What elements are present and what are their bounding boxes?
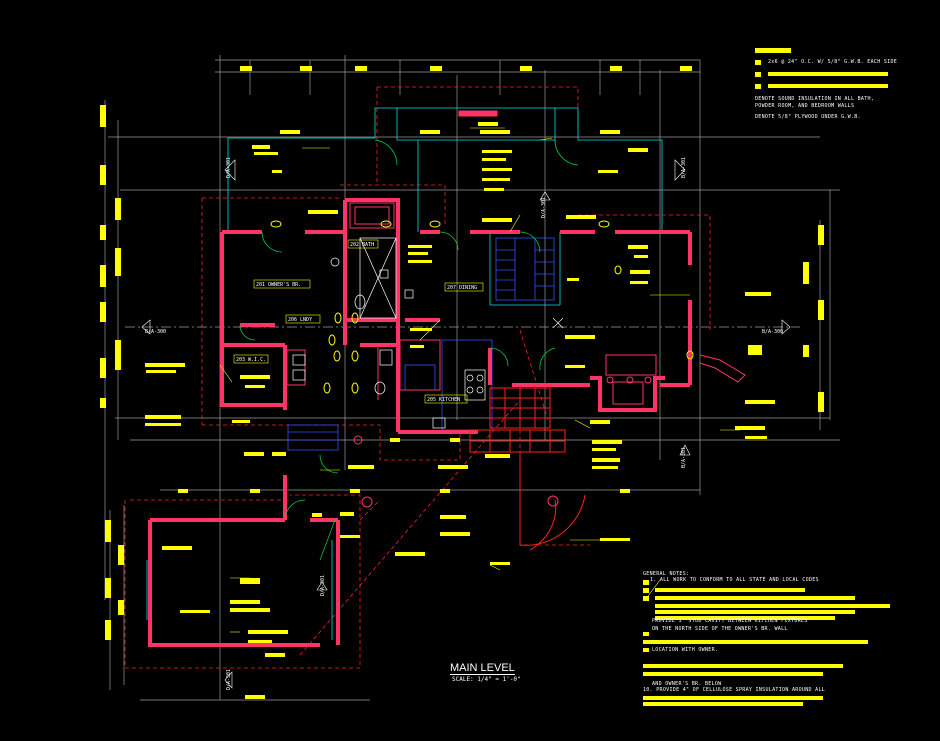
section-callouts: B/A-300 B/A-300 D/A-301 D/A-301 B/A-301 …	[145, 157, 783, 690]
room-label-bath: 202 BATH	[350, 242, 374, 248]
fixtures	[292, 237, 486, 429]
cyan-outline	[146, 107, 663, 640]
room-label-owners-br: 201 OWNER'S BR.	[256, 282, 301, 288]
general-note-5: AND OWNER'S BR. BELOW	[652, 681, 722, 687]
section-mark-left: B/A-300	[145, 329, 166, 335]
annotation-blocks	[100, 48, 890, 706]
room-label-kitchen: 205 KITCHEN	[427, 397, 460, 403]
wall-details	[286, 202, 746, 405]
legend-line-3: POWDER ROOM, AND BEDROOM WALLS	[755, 103, 855, 109]
general-notes-heading: GENERAL NOTES:	[643, 571, 690, 577]
room-label-dining: 207 DINING	[447, 285, 477, 291]
general-note-2: PROVIDE 1" STUD CAVITY BETWEEN KITCHEN F…	[652, 618, 808, 624]
general-note-6: 10. PROVIDE 4" OF CELLULOSE SPRAY INSULA…	[643, 687, 826, 693]
section-mark-bottom-left: D/A-301	[226, 669, 232, 690]
section-mark-right: B/A-300	[762, 329, 783, 335]
hearth	[469, 387, 586, 551]
door-swings	[239, 139, 579, 561]
drawing-title-text: MAIN LEVEL	[450, 662, 515, 675]
drawing-title: MAIN LEVEL	[450, 662, 515, 675]
dashed-outlines	[124, 86, 711, 669]
room-labels: 201 OWNER'S BR. 202 BATH 207 DINING 206 …	[233, 239, 484, 404]
legend-line-2: DENOTE SOUND INSULATION IN ALL BATH,	[755, 96, 875, 102]
legend-line-4: DENOTE 5/8" PLYWOOD UNDER G.W.B.	[755, 114, 861, 120]
dimension-lines	[104, 55, 840, 701]
walls	[148, 198, 692, 647]
section-mark-top-left: D/A-301	[226, 157, 232, 178]
legend-line-1: 2x6 @ 24" O.C. W/ 5/8" G.W.B. EACH SIDE	[768, 59, 898, 65]
stair	[287, 237, 555, 451]
general-note-1: 1. ALL WORK TO CONFORM TO ALL STATE AND …	[650, 577, 819, 583]
general-note-4: LOCATION WITH OWNER.	[652, 647, 719, 653]
section-mark-garage: D/A-301	[320, 575, 326, 596]
detail-circles	[353, 110, 652, 508]
section-mark-bottom-right: B/A-301	[681, 447, 687, 468]
elevation-markers	[141, 159, 791, 689]
light-fixtures	[270, 220, 694, 394]
drawing-scale: SCALE: 1/4" = 1'-0"	[452, 676, 521, 683]
section-mark-top-mid: D/A-301	[541, 197, 547, 218]
section-mark-top-right: B/A-301	[681, 157, 687, 178]
room-label-wic: 203 W.I.C.	[236, 357, 266, 363]
room-label-laundry: 206 LNDY	[288, 317, 312, 323]
general-note-3: ON THE NORTH SIDE OF THE OWNER'S BR. WAL…	[652, 626, 788, 632]
